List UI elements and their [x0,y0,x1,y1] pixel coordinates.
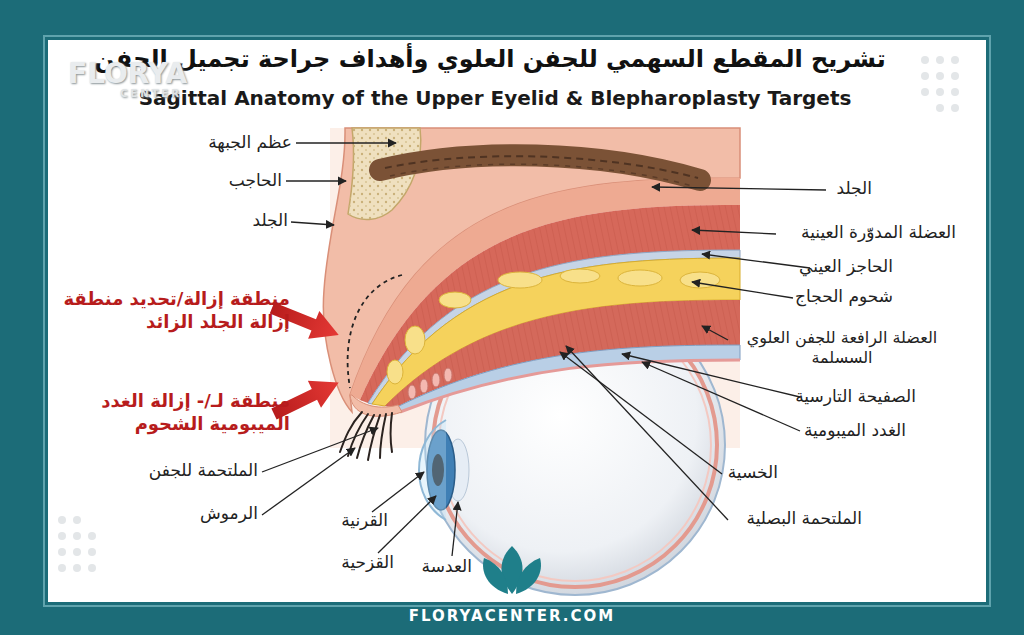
anatomy-label: الجلد [837,178,872,199]
leader-lines [262,143,826,556]
eyebrow-hair [385,156,698,178]
meibomian-glands [408,368,452,399]
anatomy-label: الخسية [728,462,778,483]
anatomy-label: شحوم الحجاج [795,286,893,307]
tarsal-plate [395,345,740,412]
eyebrow-hair [390,164,692,186]
anatomy-label: عظم الجبهة [208,132,292,153]
target-callout: منطقة إزالة/تحديد منطقة إزالة الجلد الزا… [45,288,290,333]
eyebrow [380,155,700,180]
anatomy-label: العضلة المدوّرة العينية [801,222,956,243]
lid-margin [350,395,402,416]
anatomy-label: الجلد [253,210,288,231]
subtitle: Sagittal Anatomy of the Upper Eyelid & B… [65,86,925,111]
anatomy-label: العدسة [422,556,472,577]
watermark: FLORYA [68,56,187,91]
palpebral-conjunctiva [400,360,740,412]
anatomy-label: الصفيحة التارسية [795,386,916,407]
anatomy-label: الحاجب [229,170,282,191]
anatomy-label: الرموش [200,503,258,524]
anatomy-label: الغدد الميبومية [804,420,906,441]
logo-mark [483,546,541,594]
anatomy-label: القزحية [341,552,394,573]
anatomy-label: الحاجز العيني [799,256,893,277]
frame-border [44,36,990,606]
anatomy-label: الملتحمة للجفن [149,460,258,481]
anatomy-label: العضلة الرافعة للجفن العلوي السسلمة [726,328,958,368]
watermark: CENTER [120,88,182,101]
target-callout: منطقة لـ/- إزالة الغدد الميبومية الشحوم [45,390,290,435]
skin [323,128,740,412]
cornea [419,420,446,520]
anatomy-label: القرنية [341,510,388,531]
anatomy-label: الملتحمة البصلية [747,508,862,529]
watermark: FLORYACENTER.COM [312,607,712,626]
excision-outline [348,275,402,388]
